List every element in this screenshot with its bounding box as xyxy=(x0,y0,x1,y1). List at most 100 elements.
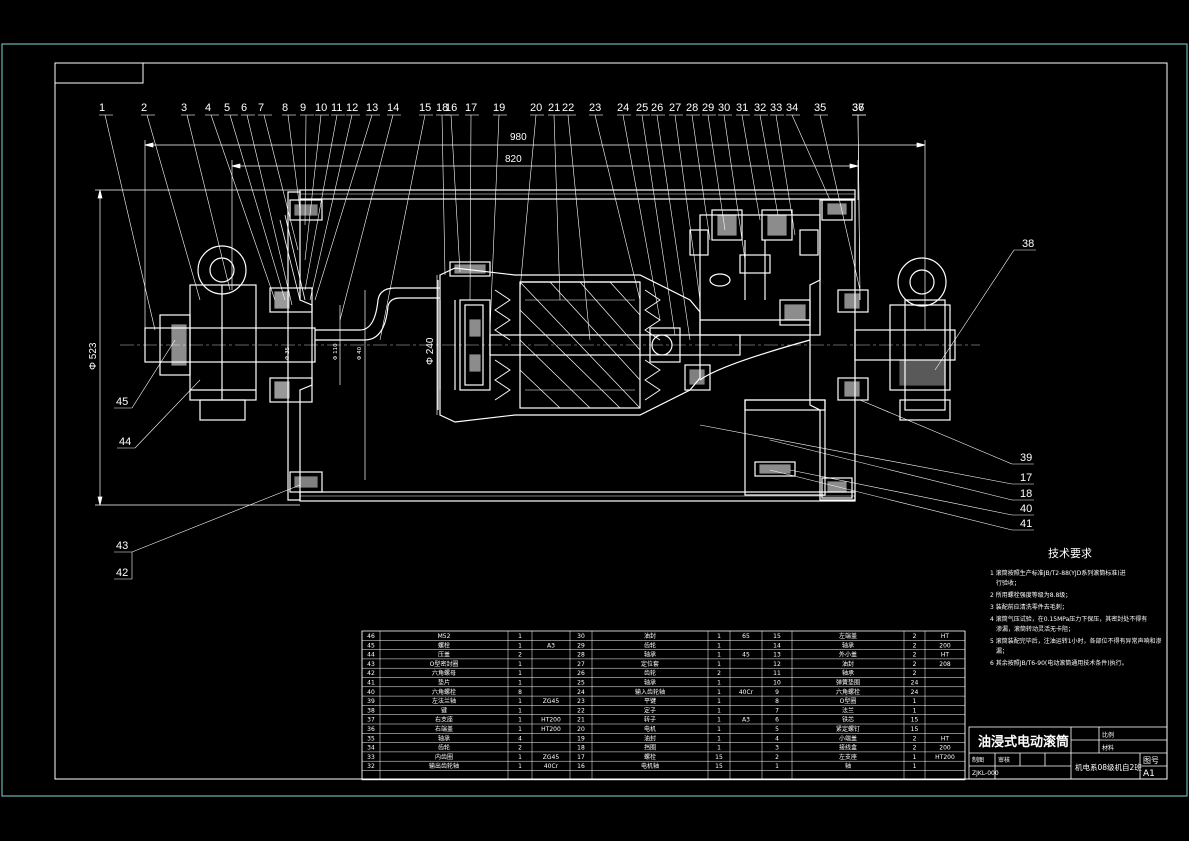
bom-cell: HT200 xyxy=(541,717,561,724)
balloon-1: 1 xyxy=(99,102,105,114)
bom-cell: 21 xyxy=(577,717,585,724)
leader-line xyxy=(567,114,591,341)
leader-line xyxy=(441,114,446,276)
leader-line xyxy=(186,114,231,291)
bom-cell: 45 xyxy=(742,652,750,659)
tech-requirements-title: 技术要求 xyxy=(1048,547,1092,560)
bom-cell: 43 xyxy=(367,661,375,668)
bom-cell: 齿轮 xyxy=(438,744,450,752)
dim-shaft-d2: Φ 110 xyxy=(333,343,339,360)
drawn-label: 制图 xyxy=(972,756,984,764)
bom-cell: 15 xyxy=(715,763,723,770)
leader-line xyxy=(339,114,394,321)
bom-cell: 1 xyxy=(913,698,917,705)
leader-line xyxy=(741,114,761,221)
bom-cell: 4 xyxy=(518,735,522,742)
balloon-19: 19 xyxy=(493,102,505,114)
bom-cell: O型圈 xyxy=(840,697,857,705)
leader-line xyxy=(314,114,373,301)
balloon-40: 40 xyxy=(1020,503,1032,515)
balloon-17: 17 xyxy=(1020,472,1032,484)
bom-cell: 1 xyxy=(518,754,522,761)
bom-cell: 1 xyxy=(717,689,721,696)
bom-cell: 油封 xyxy=(644,632,656,640)
bom-cell: 1 xyxy=(518,763,522,770)
bom-cell: 2 xyxy=(775,754,779,761)
tech-requirement-line: 1 滚筒按照生产标准JB/T2-88(YJD系列滚筒标准)进 xyxy=(990,569,1126,577)
leader-line xyxy=(304,114,338,291)
leader-line xyxy=(304,114,322,261)
bom-cell: 右支座 xyxy=(435,716,453,724)
bom-cell: 轴承 xyxy=(842,669,854,677)
bom-cell: 2 xyxy=(518,745,522,752)
bom-cell: 15 xyxy=(911,717,919,724)
bom-cell: HT xyxy=(941,633,950,640)
leader-line xyxy=(134,379,201,449)
bom-cell: 油封 xyxy=(644,734,656,742)
bom-cell: 转子 xyxy=(644,716,656,724)
tech-requirement-line: 渗漏，滚筒转动灵活无卡阻； xyxy=(996,625,1074,633)
leader-line xyxy=(791,114,831,201)
bom-cell: 接线盒 xyxy=(839,744,857,752)
balloon-28: 28 xyxy=(686,102,698,114)
balloon-13: 13 xyxy=(366,102,378,114)
bom-cell: 1 xyxy=(717,735,721,742)
bom-cell: 37 xyxy=(367,717,375,724)
bom-cell: 7 xyxy=(775,707,779,714)
cable-pipe xyxy=(315,287,440,331)
balloon-21: 21 xyxy=(548,102,560,114)
bom-cell: 3 xyxy=(775,745,779,752)
bom-cell: 1 xyxy=(717,661,721,668)
corner-box xyxy=(54,62,144,84)
bom-cell: 200 xyxy=(939,745,951,752)
bom-cell: 40 xyxy=(367,689,375,696)
leader-line xyxy=(450,114,461,273)
dimensions xyxy=(95,140,926,506)
leader-line xyxy=(674,114,701,301)
leader-line xyxy=(769,439,1013,501)
bom-cell: 1 xyxy=(518,680,522,687)
leader-line xyxy=(519,114,537,291)
balloon-5: 5 xyxy=(224,102,230,114)
bom-cell: 1 xyxy=(913,707,917,714)
bom-cell: HT200 xyxy=(541,726,561,733)
balloon-24: 24 xyxy=(617,102,629,114)
dim-shaft-d1: Φ 40 xyxy=(357,346,363,360)
bom-cell: 定子 xyxy=(644,706,656,714)
bom-cell: 29 xyxy=(577,642,585,649)
leader-line xyxy=(287,114,301,211)
bom-cell: 39 xyxy=(367,698,375,705)
tech-requirement-line: 4 滚筒气压试验，在0.15MPa压力下保压，其密封处不得有 xyxy=(990,615,1147,623)
bom-cell: 8 xyxy=(775,698,779,705)
left-shaft xyxy=(144,327,316,363)
bom-cell: 30 xyxy=(577,633,585,640)
bom-cell: 208 xyxy=(939,661,951,668)
bom-cell: 左支座 xyxy=(839,753,857,761)
bom-cell: 油封 xyxy=(842,660,854,668)
drawing-no-label: 图号 xyxy=(1143,756,1159,765)
bom-cell: 14 xyxy=(773,642,781,649)
bom-cell: 六角螺母 xyxy=(432,669,456,677)
bom-cell: 28 xyxy=(577,652,585,659)
bom-cell: 26 xyxy=(577,670,585,677)
bom-cell: 输出齿轮轴 xyxy=(429,762,459,770)
material-label: 材料 xyxy=(1102,744,1114,752)
leader-line xyxy=(723,114,746,261)
bom-cell: 1 xyxy=(913,754,917,761)
balloon-8: 8 xyxy=(282,102,288,114)
bom-cell: 螺栓 xyxy=(644,753,656,761)
outer-border xyxy=(1,43,1188,797)
balloon-22: 22 xyxy=(562,102,574,114)
bom-cell: 1 xyxy=(518,670,522,677)
leader-line xyxy=(131,339,176,409)
balloon-43: 43 xyxy=(116,540,128,552)
leader-line xyxy=(131,484,301,553)
title-block xyxy=(968,726,1168,780)
right-lifting-eye xyxy=(897,257,947,307)
balloon-7: 7 xyxy=(258,102,264,114)
bom-cell: HT200 xyxy=(935,754,955,761)
dim-shaft-d3: Φ 35 xyxy=(285,346,291,360)
bom-cell: 1 xyxy=(775,763,779,770)
bom-cell: 2 xyxy=(913,652,917,659)
